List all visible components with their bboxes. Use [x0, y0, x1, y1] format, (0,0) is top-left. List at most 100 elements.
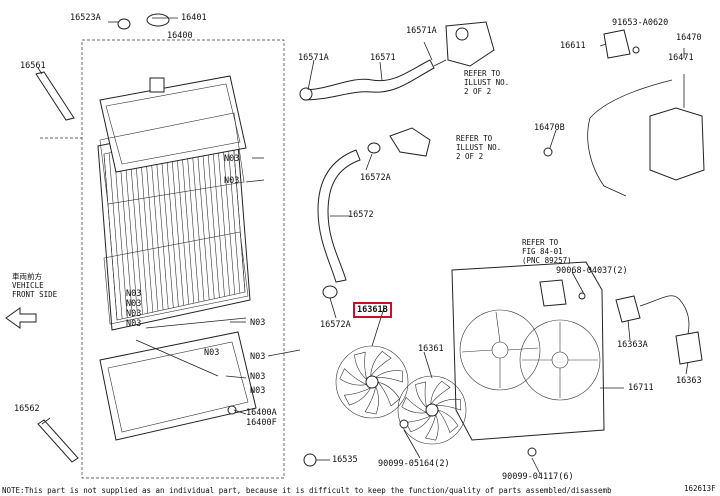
water-outlet-drawing [445, 21, 495, 67]
fan-blade [425, 413, 439, 441]
label-n03[interactable]: N03 [250, 386, 266, 396]
label-16535[interactable]: 16535 [332, 455, 358, 465]
label-n03[interactable]: N03 [250, 372, 266, 382]
radiator-fin [221, 129, 236, 295]
seal-16562-drawing [37, 419, 79, 463]
label-16571A-left[interactable]: 16571A [298, 53, 329, 63]
radiator-cap-drawing [146, 13, 170, 27]
radiator-core-drawing [97, 117, 251, 331]
fan-blade [377, 381, 400, 407]
label-n03[interactable]: N03 [204, 348, 220, 358]
fan-shroud-drawing [451, 261, 605, 441]
radiator-fin [226, 128, 241, 294]
radiator-fin [139, 146, 154, 313]
fan-blade [343, 387, 372, 406]
label-16361[interactable]: 16361 [418, 344, 444, 354]
radiator-fin [154, 143, 169, 309]
fan-16361-drawing [397, 375, 467, 445]
radiator-fin [216, 130, 230, 296]
bolt-90099-05164-drawing [399, 419, 409, 429]
fan-blade [339, 368, 368, 386]
label-n03[interactable]: N03 [250, 352, 266, 362]
label-n03[interactable]: N03 [126, 309, 142, 319]
radiator-fin [170, 139, 184, 306]
bracket-16611-drawing [603, 29, 631, 59]
motor-16363-drawing [675, 331, 703, 365]
label-16401[interactable]: 16401 [181, 13, 207, 23]
label-16523A[interactable]: 16523A [70, 13, 101, 23]
label-n03[interactable]: N03 [250, 318, 266, 328]
reserve-tank-drawing [649, 107, 705, 181]
radiator-fin [200, 133, 215, 299]
label-91653-A0620[interactable]: 91653-A0620 [612, 18, 669, 28]
cushion-16535-drawing [303, 453, 317, 467]
radiator-fin [211, 131, 225, 297]
label-n03[interactable]: N03 [126, 319, 142, 329]
radiator-fin [149, 144, 164, 310]
vehicle-front-label: 車両前方 VEHICLE FRONT SIDE [12, 272, 58, 299]
radiator-fin [190, 135, 205, 301]
label-16611[interactable]: 16611 [560, 41, 586, 51]
inlet-housing-drawing [389, 127, 431, 157]
label-16572A-upper[interactable]: 16572A [360, 173, 391, 183]
label-16400[interactable]: 16400 [167, 31, 193, 41]
seal-16561-drawing [35, 71, 75, 121]
fan-blade [434, 398, 462, 411]
vehicle-front-arrow [5, 307, 37, 329]
filler-neck-drawing [149, 77, 165, 93]
label-16711[interactable]: 16711 [628, 383, 654, 393]
fan-blade [437, 409, 459, 434]
label-16470B[interactable]: 16470B [534, 123, 565, 133]
diagram-code: 162613F [684, 484, 716, 493]
fan-relay-drawing [539, 279, 567, 307]
radiator-fin [113, 151, 128, 318]
label-16561[interactable]: 16561 [20, 61, 46, 71]
fan-blade [405, 415, 432, 433]
radiator-fin [119, 150, 133, 317]
label-16400A[interactable]: 16400A [246, 408, 277, 418]
fan-blade [415, 381, 428, 409]
label-16363[interactable]: 16363 [676, 376, 702, 386]
label-90099-05164[interactable]: 90099-05164(2) [378, 459, 450, 469]
label-16571[interactable]: 16571 [370, 53, 396, 63]
fan-blade [430, 380, 451, 406]
radiator-fin [124, 149, 138, 316]
radiator-fin [165, 141, 179, 307]
fan-16361B-drawing [335, 345, 409, 419]
radiator-fin [175, 138, 189, 305]
label-n03[interactable]: N03 [224, 176, 240, 186]
radiator-fin [144, 145, 159, 312]
label-16572A-lower[interactable]: 16572A [320, 320, 351, 330]
label-16361B[interactable]: 16361B [353, 302, 392, 318]
label-16400F[interactable]: 16400F [246, 418, 277, 428]
label-n03[interactable]: N03 [126, 289, 142, 299]
label-16562[interactable]: 16562 [14, 404, 40, 414]
drain-plug-drawing [117, 18, 131, 30]
upper-hose-drawing [301, 59, 435, 101]
label-16471[interactable]: 16471 [668, 53, 694, 63]
label-n03[interactable]: N03 [224, 154, 240, 164]
label-16470[interactable]: 16470 [676, 33, 702, 43]
label-90068-04037[interactable]: 90068-04037(2) [556, 266, 628, 276]
radiator-fin [134, 147, 149, 314]
label-n03[interactable]: N03 [126, 299, 142, 309]
label-16572[interactable]: 16572 [348, 210, 374, 220]
label-90099-04117[interactable]: 90099-04117(6) [502, 472, 574, 482]
radiator-group-frame [81, 39, 285, 479]
upper-gasket-drawing [99, 112, 245, 205]
label-16571A-top[interactable]: 16571A [406, 26, 437, 36]
fan-blade [370, 351, 392, 378]
label-16363A[interactable]: 16363A [617, 340, 648, 350]
radiator-fin [108, 152, 123, 319]
fan-blade [354, 351, 368, 381]
radiator-fin [160, 142, 174, 308]
bolt-90099-04117-drawing [527, 447, 537, 457]
radiator-fin [129, 148, 143, 315]
fan-blade [374, 370, 403, 383]
radiator-fin [185, 136, 200, 303]
